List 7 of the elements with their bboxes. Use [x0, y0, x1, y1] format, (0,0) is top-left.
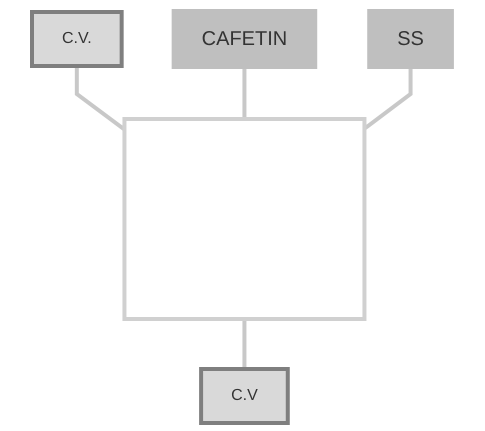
node-box: C.V.	[30, 10, 124, 68]
connector	[242, 318, 246, 368]
node-box: CAFETIN	[171, 8, 317, 68]
connector	[242, 68, 246, 118]
node-box	[122, 116, 366, 320]
node-box: SS	[366, 8, 454, 68]
node-box: C.V	[198, 366, 290, 424]
